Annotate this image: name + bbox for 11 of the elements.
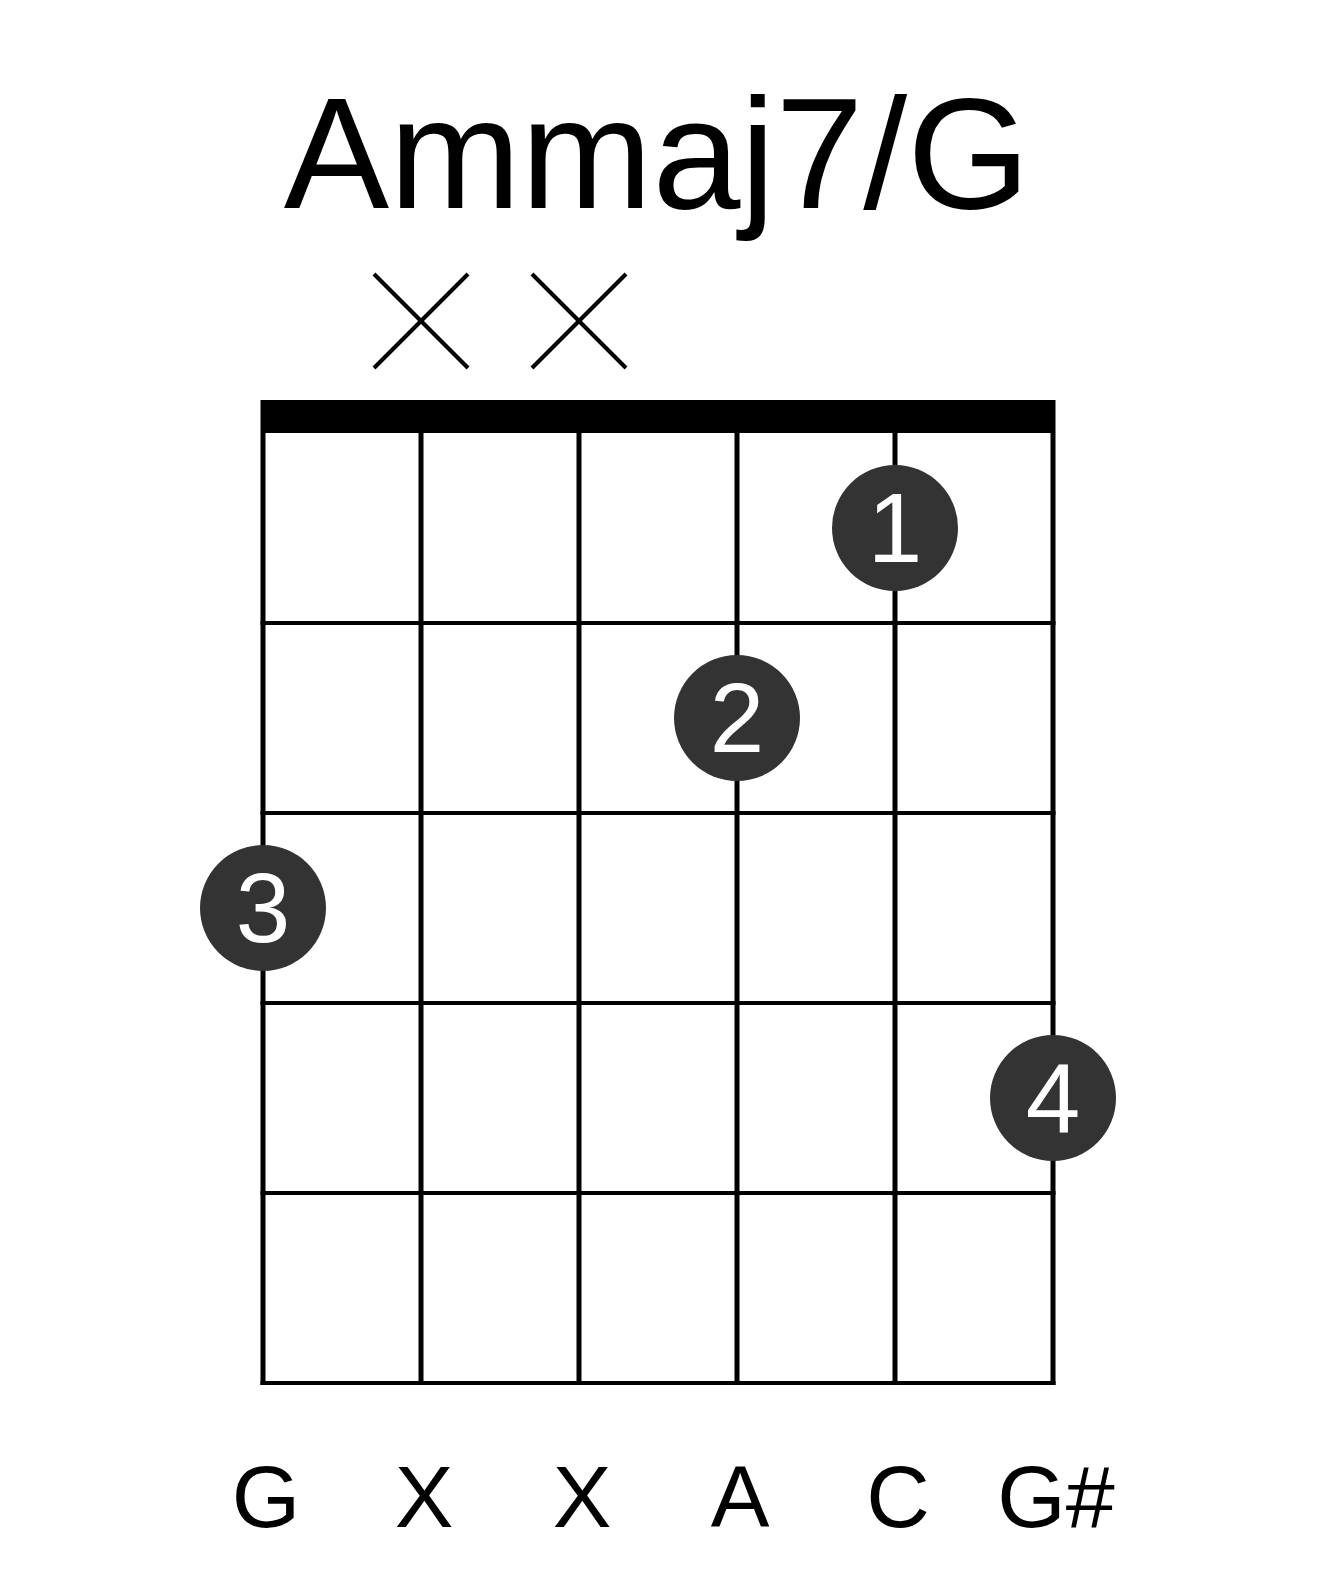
string-note-label: G (231, 1453, 301, 1541)
string-note-label: C (866, 1453, 930, 1541)
string-note-label: X (552, 1453, 612, 1541)
string-note-label: G# (997, 1453, 1115, 1541)
finger-dot: 3 (200, 845, 326, 971)
finger-dot: 2 (674, 655, 800, 781)
finger-dot: 4 (990, 1035, 1116, 1161)
finger-dot: 1 (832, 465, 958, 591)
chord-title: Ammaj7/G (283, 64, 1031, 243)
string-note-label: X (394, 1453, 454, 1541)
string-note-label: A (710, 1453, 770, 1541)
